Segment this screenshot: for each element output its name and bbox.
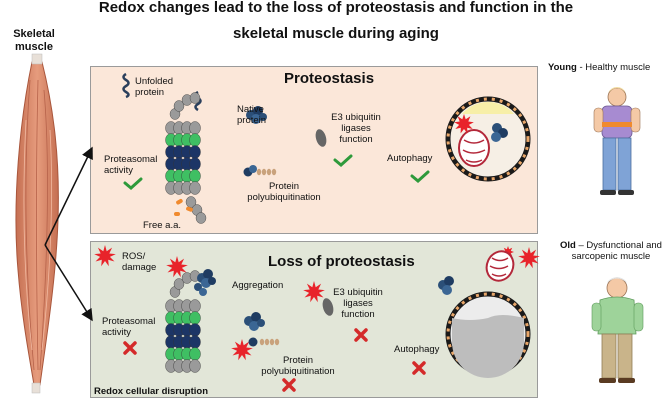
skeletal-muscle-illustration — [15, 53, 59, 394]
e3-ligase-icon — [315, 129, 327, 147]
check-icon — [123, 177, 143, 190]
proteasome-bottom — [165, 270, 201, 373]
young-label: Young - Healthy muscle — [548, 62, 651, 73]
ros-star-icon — [518, 247, 540, 269]
e3-ligases-function-label: E3 ubiquitin ligases function — [333, 287, 383, 320]
native-protein-icon — [246, 106, 267, 124]
free-amino-acids — [174, 199, 193, 216]
native-protein-label: Native protein — [237, 104, 267, 126]
skeletal-muscle-label: Skeletal muscle — [13, 28, 55, 53]
damaged-mitochondrion-icon — [485, 250, 515, 282]
proteasomal-activity-label: Proteasomal activity — [104, 154, 158, 176]
unfolded-protein-icon — [122, 72, 130, 99]
figure-title-line-1: Redox changes lead to the loss of proteo… — [98, 0, 574, 16]
redox-cellular-disruption-label: Redox cellular disruption — [94, 386, 209, 397]
proteasomal-activity-label: Proteasomal activity — [102, 316, 156, 338]
ros-star-icon — [166, 256, 188, 278]
loss-of-proteostasis-title: Loss of proteostasis — [268, 253, 415, 270]
aggregated-protein-icon — [244, 312, 265, 331]
e3-ligases-function-label: E3 ubiquitin ligases function — [331, 112, 381, 145]
cross-icon — [282, 378, 296, 392]
ros-star-icon — [303, 281, 325, 303]
ros-damage-label: ROS/ damage — [122, 251, 157, 273]
aggregation-label: Aggregation — [232, 280, 284, 291]
protein-polyubiquitination-label: Protein polyubiquitination — [247, 181, 321, 203]
e3-ligase-icon — [322, 298, 334, 316]
polyubiquitin-chain-icon — [243, 165, 277, 177]
autophagosome-bottom — [445, 291, 531, 378]
check-icon — [333, 154, 353, 167]
autophagy-label: Autophagy — [394, 344, 440, 355]
cross-icon — [412, 361, 426, 375]
figure-title-line-2: skeletal muscle during aging — [233, 25, 439, 42]
cross-icon — [354, 328, 368, 342]
unfolded-protein-label: Unfolded protein — [135, 76, 174, 98]
ros-star-icon — [454, 114, 474, 134]
aggregated-protein-icon — [438, 276, 454, 295]
autophagosome-top — [445, 96, 531, 182]
young-person-illustration — [593, 87, 641, 195]
ros-star-icon — [231, 339, 253, 361]
polyubiquitin-chain-icon — [248, 337, 280, 347]
protein-polyubiquitination-label: Protein polyubiquitination — [261, 355, 335, 377]
proteostasis-title: Proteostasis — [284, 70, 375, 87]
old-label: Old – Dysfunctional and sarcopenic muscl… — [560, 240, 662, 262]
old-person-illustration — [591, 277, 644, 383]
proteasome-top — [165, 92, 207, 224]
cross-icon — [123, 341, 137, 355]
autophagy-label: Autophagy — [387, 153, 433, 164]
ros-star-icon — [94, 245, 116, 267]
check-icon — [410, 170, 430, 183]
free-amino-acids-label: Free a.a. — [143, 220, 182, 231]
aggregated-protein-icon — [194, 269, 216, 296]
arrow-to-proteostasis — [44, 146, 93, 246]
arrow-to-loss-of-proteostasis — [44, 244, 93, 322]
